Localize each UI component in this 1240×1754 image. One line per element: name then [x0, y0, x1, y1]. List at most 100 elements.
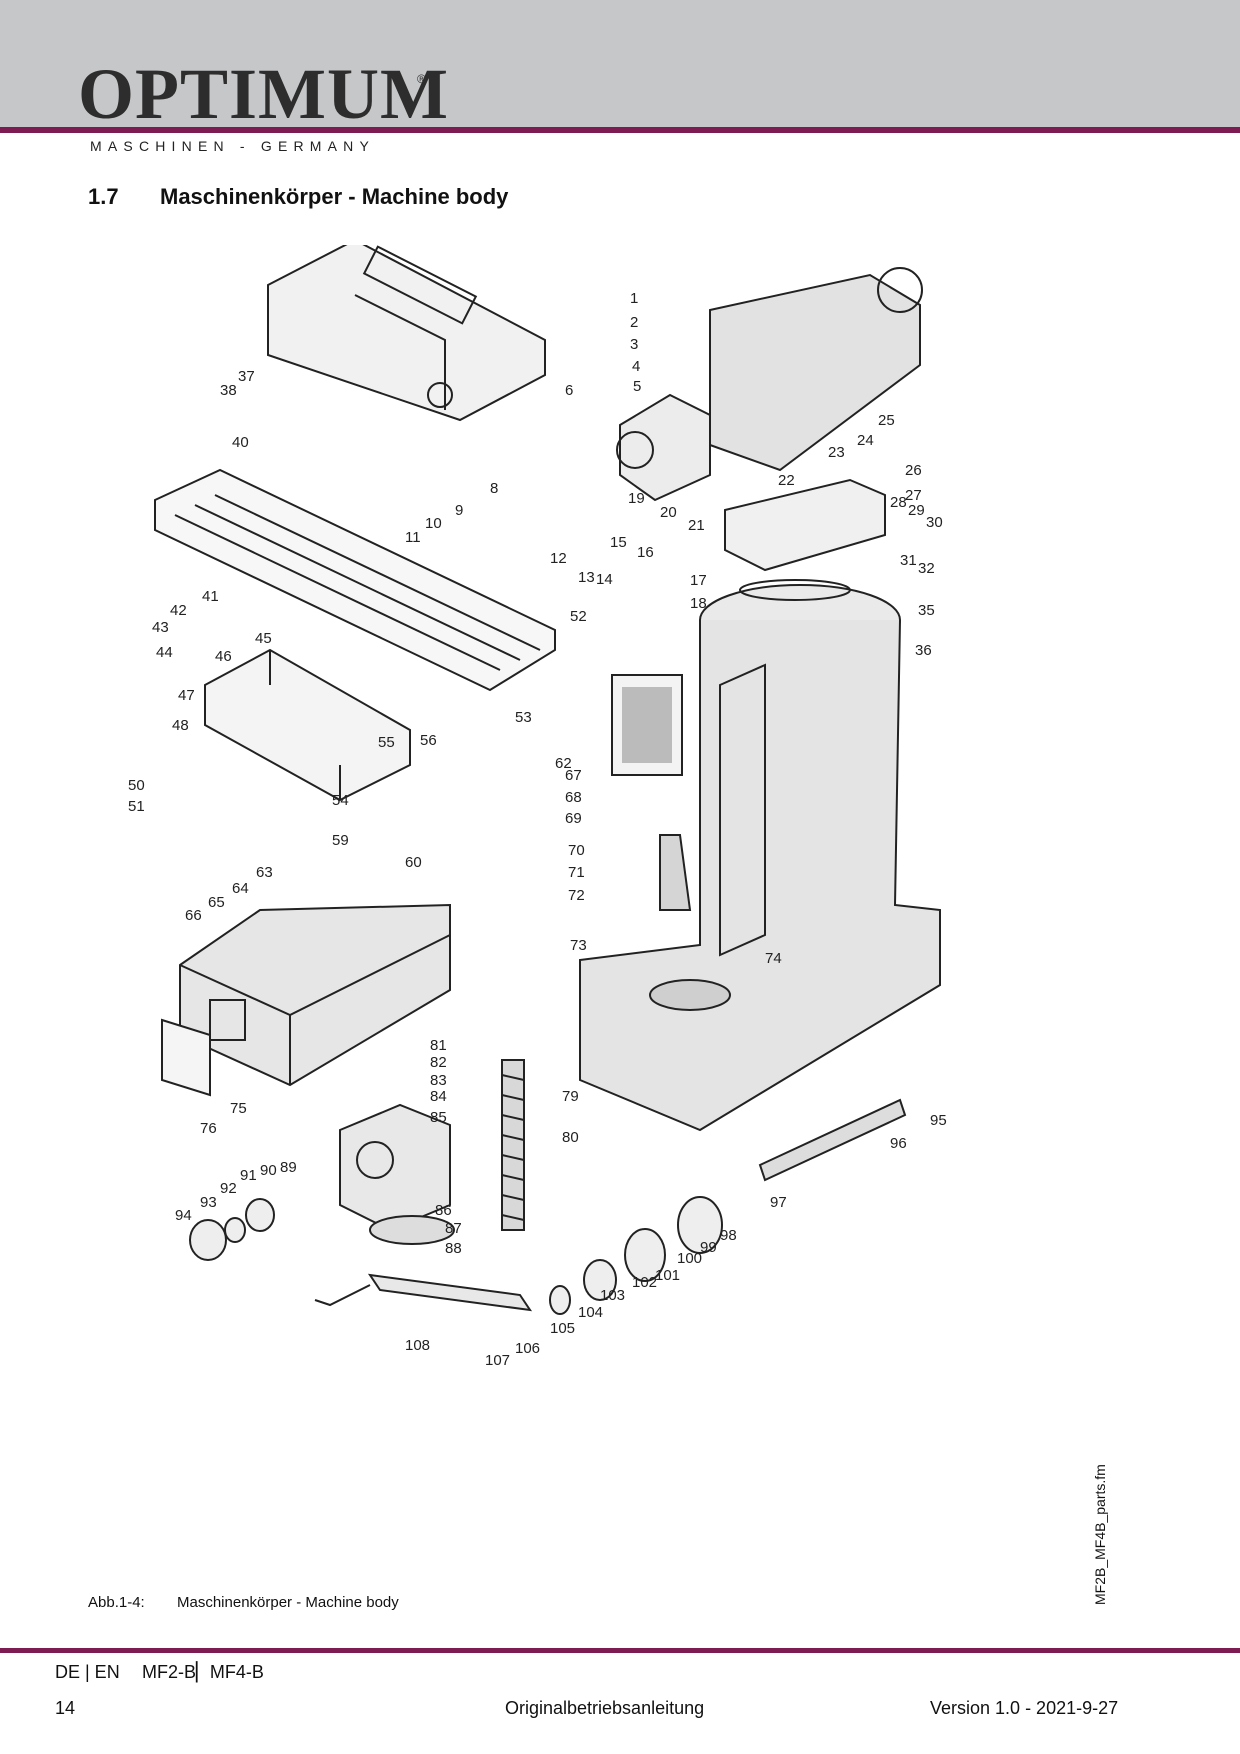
- svg-text:31: 31: [900, 552, 917, 569]
- svg-text:98: 98: [720, 1227, 737, 1244]
- svg-text:101: 101: [655, 1267, 680, 1284]
- svg-text:99: 99: [700, 1239, 717, 1256]
- svg-text:32: 32: [918, 560, 935, 577]
- svg-text:18: 18: [690, 595, 707, 612]
- bevel-gear-housing-drawing: [339, 1103, 455, 1245]
- header-band: [0, 0, 1240, 127]
- svg-text:21: 21: [688, 517, 705, 534]
- svg-text:81: 81: [430, 1037, 447, 1054]
- brand-logo: OPTIMUM: [78, 54, 449, 134]
- svg-text:76: 76: [200, 1120, 217, 1137]
- svg-text:90: 90: [260, 1162, 277, 1179]
- svg-text:17: 17: [690, 572, 707, 589]
- svg-text:73: 73: [570, 937, 587, 954]
- svg-text:2: 2: [630, 314, 638, 331]
- milling-head-drawing: [616, 267, 923, 502]
- svg-text:45: 45: [255, 630, 272, 647]
- registered-mark: ®: [417, 72, 426, 86]
- svg-text:56: 56: [420, 732, 437, 749]
- svg-text:4: 4: [632, 358, 640, 375]
- footer-doc-type: Originalbetriebsanleitung: [505, 1698, 705, 1718]
- horizontal-shaft-drawing: [758, 1098, 907, 1182]
- svg-text:63: 63: [256, 864, 273, 881]
- saddle-housing-drawing: [267, 245, 546, 422]
- svg-text:52: 52: [570, 608, 587, 625]
- svg-text:93: 93: [200, 1194, 217, 1211]
- elevating-screw-drawing: [501, 1059, 525, 1231]
- svg-text:47: 47: [178, 687, 195, 704]
- svg-text:37: 37: [238, 368, 255, 385]
- svg-text:14: 14: [596, 571, 613, 588]
- svg-text:15: 15: [610, 534, 627, 551]
- svg-text:60: 60: [405, 854, 422, 871]
- svg-text:23: 23: [828, 444, 845, 461]
- svg-text:95: 95: [930, 1112, 947, 1129]
- svg-text:96: 96: [890, 1135, 907, 1152]
- svg-text:38: 38: [220, 382, 237, 399]
- svg-text:94: 94: [175, 1207, 192, 1224]
- svg-text:89: 89: [280, 1159, 297, 1176]
- svg-text:75: 75: [230, 1100, 247, 1117]
- svg-text:26: 26: [905, 462, 922, 479]
- svg-text:40: 40: [232, 434, 249, 451]
- svg-text:80: 80: [562, 1129, 579, 1146]
- svg-text:12: 12: [550, 550, 567, 567]
- svg-text:48: 48: [172, 717, 189, 734]
- svg-text:3: 3: [630, 336, 638, 353]
- svg-text:71: 71: [568, 864, 585, 881]
- svg-text:64: 64: [232, 880, 249, 897]
- footer-language: DE | EN: [55, 1662, 120, 1682]
- svg-text:36: 36: [915, 642, 932, 659]
- svg-text:29: 29: [908, 502, 925, 519]
- svg-text:107: 107: [485, 1352, 510, 1369]
- svg-text:79: 79: [562, 1088, 579, 1105]
- svg-text:100: 100: [677, 1250, 702, 1267]
- svg-text:53: 53: [515, 709, 532, 726]
- svg-text:20: 20: [660, 504, 677, 521]
- svg-text:72: 72: [568, 887, 585, 904]
- svg-text:46: 46: [215, 648, 232, 665]
- svg-text:54: 54: [332, 792, 349, 809]
- swivel-plate-drawing: [724, 478, 886, 601]
- svg-text:84: 84: [430, 1088, 447, 1105]
- svg-text:97: 97: [770, 1194, 787, 1211]
- knee-drawing: [179, 903, 451, 1087]
- bearing-stack-drawing: [189, 1196, 723, 1315]
- crank-handle-drawing: [314, 1273, 533, 1312]
- svg-text:91: 91: [240, 1167, 257, 1184]
- svg-text:106: 106: [515, 1340, 540, 1357]
- footer-rule: [0, 1648, 1240, 1653]
- worktable-drawing: [154, 468, 556, 692]
- svg-text:19: 19: [628, 490, 645, 507]
- saddle-drawing: [204, 648, 411, 802]
- svg-text:70: 70: [568, 842, 585, 859]
- svg-text:55: 55: [378, 734, 395, 751]
- svg-text:16: 16: [637, 544, 654, 561]
- svg-text:28: 28: [890, 494, 907, 511]
- svg-text:67: 67: [565, 767, 582, 784]
- svg-text:22: 22: [778, 472, 795, 489]
- svg-text:9: 9: [455, 502, 463, 519]
- svg-text:50: 50: [128, 777, 145, 794]
- svg-text:102: 102: [632, 1274, 657, 1291]
- section-title: Maschinenkörper - Machine body: [160, 184, 509, 209]
- svg-text:41: 41: [202, 588, 219, 605]
- svg-text:103: 103: [600, 1287, 625, 1304]
- svg-text:51: 51: [128, 798, 145, 815]
- header-rule: [0, 127, 1240, 133]
- svg-text:1: 1: [630, 290, 638, 307]
- cover-plate-drawing: [161, 1018, 211, 1097]
- svg-text:105: 105: [550, 1320, 575, 1337]
- svg-text:35: 35: [918, 602, 935, 619]
- svg-text:87: 87: [445, 1220, 462, 1237]
- svg-text:11: 11: [405, 529, 421, 546]
- svg-text:82: 82: [430, 1054, 447, 1071]
- svg-text:8: 8: [490, 480, 498, 497]
- svg-text:59: 59: [332, 832, 349, 849]
- svg-text:13: 13: [578, 569, 595, 586]
- access-window-drawing: [611, 674, 683, 776]
- svg-text:68: 68: [565, 789, 582, 806]
- figure-caption-label: Abb.1-4:: [88, 1594, 145, 1611]
- svg-text:27: 27: [905, 487, 922, 504]
